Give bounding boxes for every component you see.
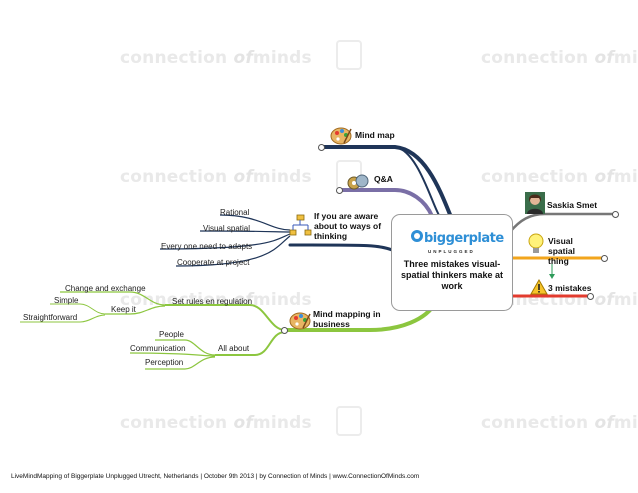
collapse-toggle[interactable] (587, 293, 594, 300)
brain-icon (411, 230, 423, 242)
branch-communication (129, 352, 216, 357)
branch-visual-spatial (199, 230, 291, 233)
subtopic-change[interactable]: Change and exchange (65, 284, 146, 293)
watermark-text: connection ofminds (481, 48, 638, 68)
branch-cooperate (175, 235, 291, 267)
branch-saskia (508, 212, 617, 234)
collapse-toggle[interactable] (318, 144, 325, 151)
branch-all-about (215, 331, 286, 356)
subtopic-all-about[interactable]: All about (218, 344, 250, 353)
watermark-logo (336, 40, 362, 70)
subtopic-people[interactable]: People (159, 330, 184, 339)
topic-saskia-smet[interactable]: Saskia Smet (547, 200, 598, 210)
collapse-toggle[interactable] (612, 211, 619, 218)
org-chart-icon (289, 214, 312, 236)
watermark-text: connection ofminds (481, 413, 638, 433)
branch-perception (145, 356, 216, 370)
watermark-text: connection ofminds (481, 167, 638, 187)
topic-mind-map[interactable]: Mind map (355, 130, 395, 140)
speech-chat-icon (347, 174, 369, 190)
branch-people (155, 339, 216, 356)
central-topic[interactable]: biggerplate UNPLUGGED Three mistakes vis… (391, 214, 513, 311)
subtopic-perception[interactable]: Perception (145, 358, 184, 367)
subtopic-rational[interactable]: Rational (220, 208, 250, 217)
footer-caption: LiveMindMapping of Biggerplate Unplugged… (11, 473, 420, 480)
watermark-text: connection ofminds (120, 48, 312, 68)
lightbulb-icon (528, 233, 544, 253)
subtopic-rules[interactable]: Set rules en regulation (172, 297, 253, 306)
collapse-toggle[interactable] (281, 327, 288, 334)
watermark-text: connection ofminds (120, 167, 312, 187)
palette-icon (330, 127, 352, 145)
subtopic-straightforward[interactable]: Straightforward (23, 313, 78, 322)
branch-keep-it (105, 305, 166, 315)
topic-visual-spatial-thing[interactable]: Visual spatial thing (548, 236, 575, 266)
collapse-toggle[interactable] (601, 255, 608, 262)
branch-rules (165, 304, 286, 331)
biggerplate-logo: biggerplate UNPLUGGED (410, 225, 504, 254)
subtopic-keep-it[interactable]: Keep it (111, 305, 136, 314)
branch-rational (219, 214, 291, 231)
subtopic-visual-spatial[interactable]: Visual spatial (203, 224, 250, 233)
topic-if-you-are-aware[interactable]: If you are aware about to ways of thinki… (314, 211, 382, 241)
topic-qa[interactable]: Q&A (374, 174, 393, 184)
subtopic-adapts[interactable]: Every one need to adapts (161, 242, 253, 251)
central-title: Three mistakes visual-spatial thinkers m… (400, 259, 504, 291)
collapse-toggle[interactable] (336, 187, 343, 194)
topic-3-mistakes[interactable]: 3 mistakes (548, 283, 592, 293)
subtopic-communication[interactable]: Communication (130, 344, 186, 353)
branch-simple (50, 303, 106, 315)
palette-icon (289, 312, 311, 330)
warning-icon (530, 279, 548, 295)
topic-mind-mapping-business[interactable]: Mind mapping in business (313, 309, 381, 329)
subtopic-cooperate[interactable]: Cooperate at project (177, 258, 250, 267)
branch-aware (288, 243, 394, 252)
branch-qa (338, 188, 434, 218)
avatar-photo (525, 192, 545, 214)
branch-adapts (159, 233, 291, 250)
watermark-logo (336, 406, 362, 436)
subtopic-simple[interactable]: Simple (54, 296, 79, 305)
branch-change (60, 291, 166, 306)
branch-straightforward (20, 314, 106, 323)
watermark-text: connection ofminds (120, 413, 312, 433)
